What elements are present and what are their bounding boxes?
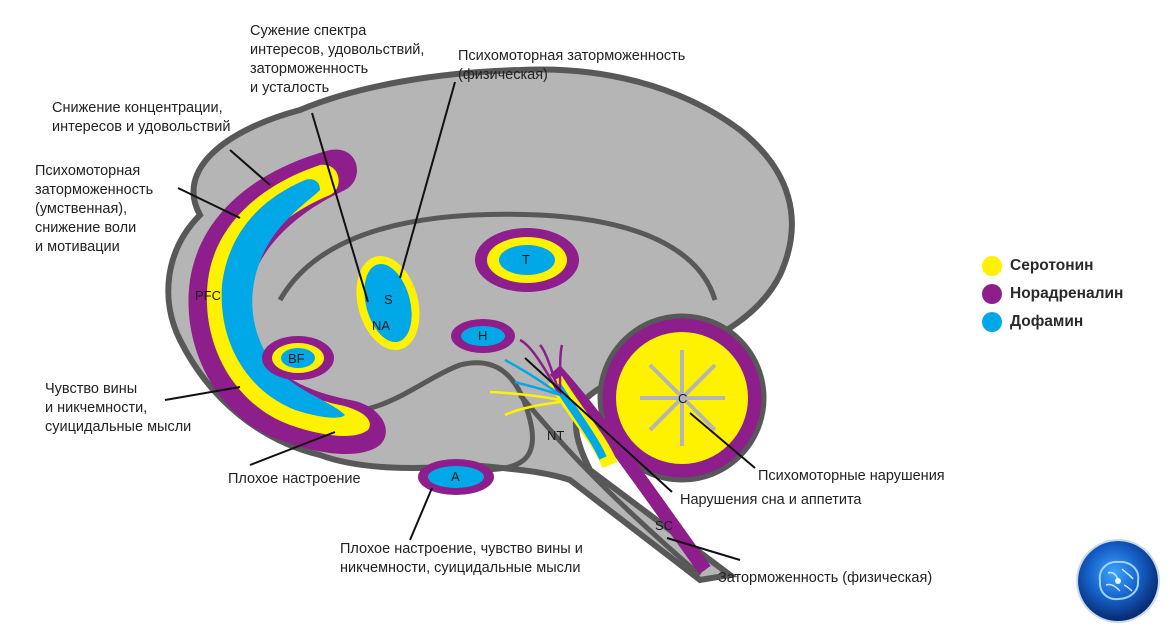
region-bf (262, 336, 334, 380)
label-h: H (478, 328, 487, 343)
label-narrowing: Сужение спектра интересов, удовольствий,… (250, 23, 425, 96)
noradrenaline-swatch (982, 284, 1002, 304)
label-pfc: PFC (195, 288, 221, 303)
serotonin-swatch (982, 256, 1002, 276)
region-s-na (356, 255, 420, 351)
label-c: C (678, 391, 687, 406)
label-sc: SC (655, 518, 673, 533)
label-psychomotor-disorders: Психомоторные нарушения (758, 468, 945, 484)
region-h (451, 319, 515, 353)
legend-item-dopamine: Дофамин (982, 308, 1123, 336)
label-bf: BF (288, 351, 305, 366)
cerebellum (597, 313, 767, 483)
label-retardation: Заторможенность (физическая) (718, 570, 933, 586)
label-na: NA (372, 318, 390, 333)
legend-item-noradrenaline: Норадреналин (982, 280, 1123, 308)
legend: Серотонин Норадреналин Дофамин (982, 252, 1123, 336)
label-psychomotor-physical: Психомоторная заторможенность (физическа… (458, 48, 686, 83)
label-t: T (522, 252, 530, 267)
legend-label: Серотонин (1010, 257, 1094, 274)
label-guilt: Чувство вины и никчемности, суицидальные… (45, 381, 192, 435)
pfc-band-blue (221, 179, 345, 418)
corpus-callosum (277, 211, 718, 302)
region-a (418, 459, 494, 495)
label-bad-mood-guilt: Плохое настроение, чувство вины и никчем… (340, 541, 583, 576)
brainstem (518, 393, 702, 577)
inner-contour (329, 360, 536, 473)
leader-lines (164, 81, 756, 561)
legend-label: Дофамин (1010, 313, 1084, 330)
label-s: S (384, 292, 393, 307)
label-nt: NT (547, 428, 564, 443)
legend-item-serotonin: Серотонин (982, 252, 1123, 280)
label-bad-mood: Плохое настроение (228, 471, 361, 487)
brain-logo-icon (1078, 541, 1158, 621)
label-a: A (451, 469, 460, 484)
label-psychomotor-mental: Психомоторная заторможенность (умственна… (35, 163, 154, 255)
region-t (475, 228, 579, 292)
dopamine-swatch (982, 312, 1002, 332)
legend-label: Норадреналин (1010, 285, 1124, 302)
label-sleep: Нарушения сна и аппетита (680, 492, 862, 508)
label-concentration: Снижение концентрации, интересов и удово… (52, 100, 231, 135)
